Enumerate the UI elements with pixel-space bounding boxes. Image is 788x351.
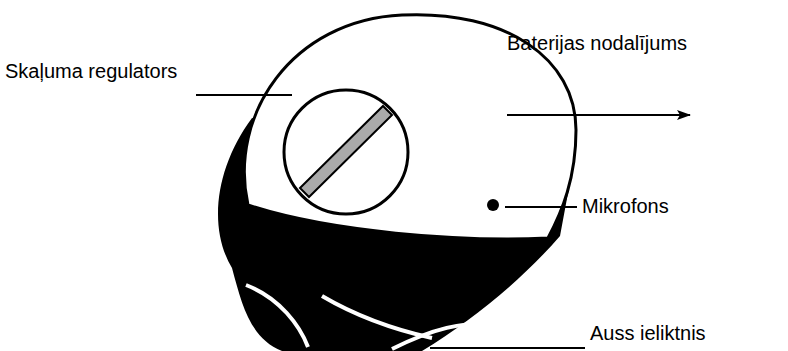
microphone-dot bbox=[487, 199, 499, 211]
part-label: Auss ieliktnis bbox=[590, 322, 706, 345]
leader-line bbox=[430, 347, 585, 349]
part-label: Mikrofons bbox=[582, 195, 669, 218]
part-label: Skaļuma regulators bbox=[5, 60, 177, 83]
ear-insert-curve bbox=[322, 296, 432, 338]
leader-line bbox=[196, 94, 292, 96]
volume-slot bbox=[300, 106, 392, 197]
pointer-arrow bbox=[507, 114, 690, 116]
volume-control bbox=[284, 90, 408, 214]
leader-line bbox=[505, 206, 577, 208]
part-label: Baterijas nodalījums bbox=[507, 32, 687, 55]
ear-insert-curve bbox=[246, 285, 308, 347]
ear-insert-curve bbox=[392, 323, 506, 349]
